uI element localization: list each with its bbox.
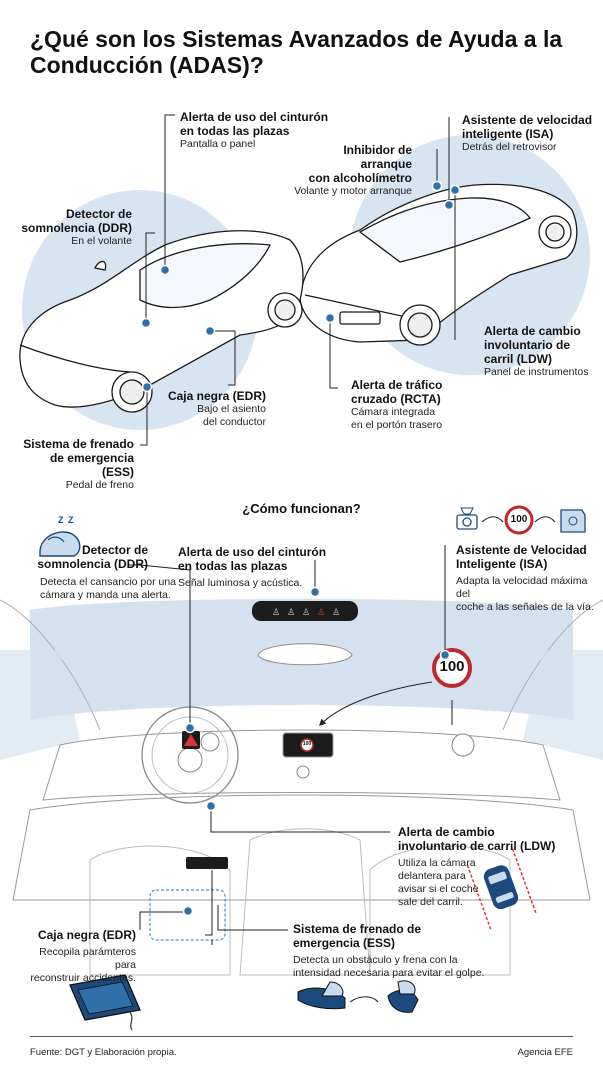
dot-isa-cabin	[439, 649, 451, 661]
top-sensor-dots	[140, 180, 461, 393]
dot-belt-cabin	[309, 586, 321, 598]
speed-sign-large-text: 100	[439, 658, 465, 675]
dot-ddr-cabin	[184, 722, 196, 734]
black-box-device-icon	[69, 974, 141, 1031]
center-console	[89, 828, 511, 976]
dot-belt	[159, 264, 171, 276]
dot-edr	[204, 325, 216, 337]
svg-text:♙: ♙	[272, 608, 280, 618]
sleep-z-text: Z Z	[58, 515, 75, 525]
speedometer	[200, 732, 220, 752]
footer-divider	[30, 1036, 573, 1037]
dot-ess	[141, 381, 153, 393]
label-edr-top: Caja negra (EDR) Bajo el asiento del con…	[167, 389, 266, 428]
isa-speed-sign-icon	[504, 505, 534, 535]
label-edr-cabin: Caja negra (EDR) Recopila parámteros par…	[30, 928, 136, 984]
isa-arrow-2	[534, 516, 556, 523]
isa-chip-icon	[560, 509, 586, 533]
top-leader-lines	[140, 114, 456, 446]
front-car-icon	[19, 230, 304, 413]
dot-rcta	[324, 312, 336, 324]
dot-ldw-cabin	[205, 800, 217, 812]
svg-text:♙: ♙	[332, 608, 340, 618]
sleepy-driver-icon	[39, 531, 81, 557]
bottom-leader-lines	[128, 545, 453, 945]
section-subtitle: ¿Cómo funcionan?	[242, 501, 361, 516]
isa-arrow-1	[481, 516, 504, 523]
brake-foot-icon	[297, 980, 419, 1013]
bottom-sensor-dots	[182, 586, 451, 917]
edr-box	[186, 857, 228, 869]
lane-departure-car-icon	[466, 848, 538, 932]
dot-ldw	[449, 184, 461, 196]
svg-text:♙: ♙	[317, 608, 325, 618]
seatbelt-indicator-icons: ♙ ♙ ♙ ♙ ♙	[272, 608, 340, 618]
edr-zone	[149, 889, 226, 941]
isa-camera-icon	[456, 507, 478, 530]
dot-alcohol	[431, 180, 443, 192]
top-cars-illustration	[19, 114, 590, 446]
dot-ddr	[140, 317, 152, 329]
svg-text:♙: ♙	[287, 608, 295, 618]
dot-edr-cabin	[182, 905, 194, 917]
page-title: ¿Qué son los Sistemas Avanzados de Ayuda…	[30, 26, 563, 78]
rearview-mirror	[252, 601, 358, 666]
footer-source: Fuente: DGT y Elaboración propia.	[30, 1047, 177, 1058]
label-ddr-cabin-detail: Detecta el cansancio por una cámara y ma…	[40, 576, 177, 601]
isa-speed-sign-text: 100	[510, 514, 528, 525]
footer-agency: Agencia EFE	[517, 1047, 573, 1058]
dash-speed-sign-text: 100	[302, 741, 312, 747]
rear-car-icon	[299, 183, 578, 346]
svg-text:♙: ♙	[302, 608, 310, 618]
dot-isa	[443, 199, 455, 211]
